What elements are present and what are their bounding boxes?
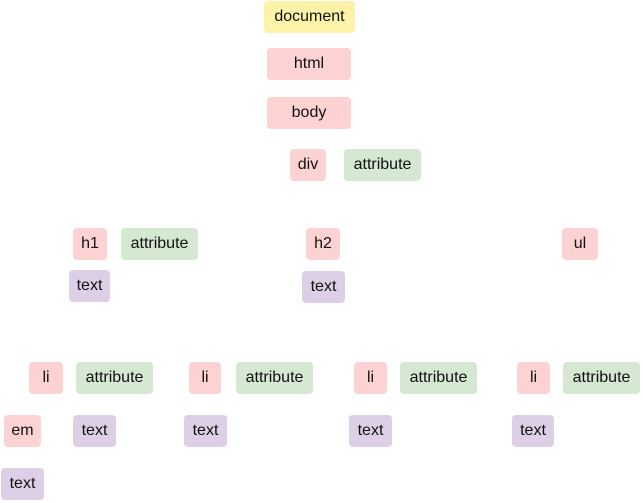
li-text-node-2: text: [184, 415, 227, 447]
li-node-2: li: [189, 362, 221, 394]
li-attribute-node-4: attribute: [563, 362, 640, 394]
h1-attribute-node: attribute: [121, 228, 198, 260]
h2-text-node: text: [302, 271, 345, 303]
li-node-4: li: [517, 362, 550, 394]
h1-node: h1: [73, 228, 107, 260]
div-node: div: [290, 149, 326, 181]
li-attribute-node-2: attribute: [236, 362, 313, 394]
div-attribute-node: attribute: [344, 149, 421, 181]
document-node: document: [264, 1, 355, 33]
li-text-node-4: text: [512, 415, 554, 447]
h2-node: h2: [306, 228, 340, 260]
ul-node: ul: [562, 228, 598, 260]
html-node: html: [267, 48, 351, 80]
em-node: em: [4, 415, 41, 447]
body-node: body: [267, 97, 351, 129]
li-text-node-3: text: [349, 415, 392, 447]
li-attribute-node-3: attribute: [400, 362, 477, 394]
li-attribute-node-1: attribute: [76, 362, 153, 394]
li-node-1: li: [29, 362, 63, 394]
li-node-3: li: [354, 362, 387, 394]
li-text-node-1: text: [73, 415, 116, 447]
h1-text-node: text: [69, 270, 110, 302]
em-text-node: text: [1, 468, 44, 500]
